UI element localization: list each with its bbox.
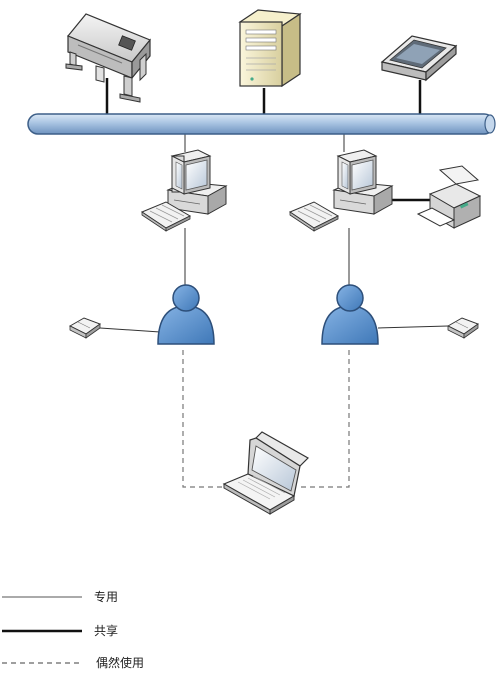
mouse-icon <box>68 317 102 339</box>
legend-item-dedicated: 专用 <box>2 589 118 604</box>
scanner-icon <box>380 35 458 82</box>
user-left-laptop-link <box>182 350 228 488</box>
legend-item-shared: 共享 <box>2 623 118 638</box>
laptop-icon <box>222 431 309 515</box>
user-icon <box>321 284 379 345</box>
printer-icon <box>416 165 482 229</box>
desktop-computer-icon <box>288 149 394 232</box>
connections <box>99 78 449 488</box>
mouse-user-left-link <box>99 327 161 333</box>
network-bus <box>27 113 496 135</box>
legend-label-shared: 共享 <box>94 623 118 638</box>
legend-item-occasional: 偶然使用 <box>2 655 144 670</box>
server-icon <box>238 9 302 88</box>
plotter-icon <box>65 13 151 103</box>
user-icon <box>157 284 215 345</box>
user-right-laptop-link <box>300 350 350 488</box>
legend: 专用 共享 偶然使用 <box>2 589 144 670</box>
legend-label-occasional: 偶然使用 <box>96 655 144 670</box>
legend-label-dedicated: 专用 <box>94 589 118 604</box>
mouse-icon <box>446 317 480 339</box>
desktop-computer-icon <box>140 149 228 232</box>
mouse-user-right-link <box>377 325 449 329</box>
